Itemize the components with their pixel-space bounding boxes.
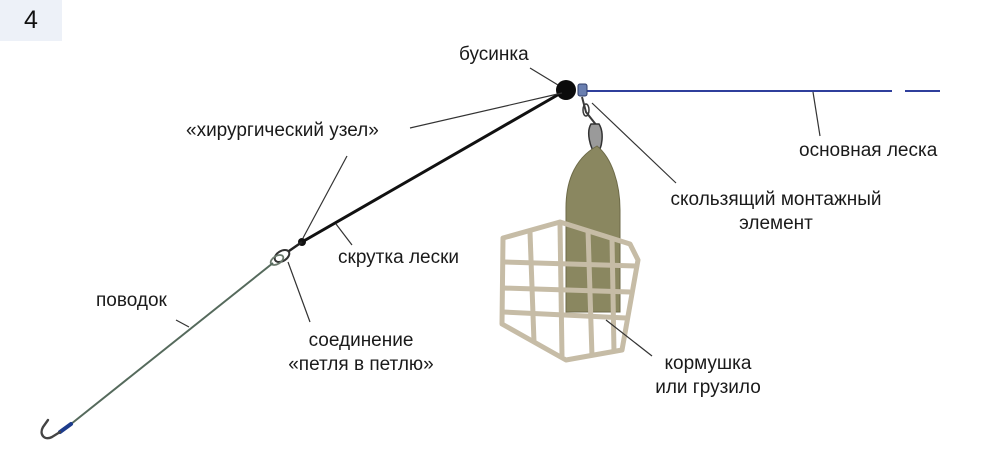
feeder-label: кормушка или грузило [638,352,778,400]
feeder-label-line2: или грузило [655,377,761,398]
surgeon-knot-label: «хирургический узел» [186,120,379,141]
bead-label: бусинка [459,44,529,65]
hook [40,418,73,440]
twisted-line-label: скрутка лески [338,247,460,268]
twisted-line [300,91,563,244]
pointer-lines [175,67,821,357]
feeder-label-line1: кормушка [664,353,752,374]
sliding-element-label-line2: элемент [739,213,813,234]
loop-connection-label: соединение «петля в петлю» [266,329,456,377]
figure-number: 4 [24,6,38,34]
loop-connection-label-line1: соединение [308,330,414,351]
figure-number-badge: 4 [0,0,62,41]
sliding-element [577,83,603,157]
loop-connection-label-line2: «петля в петлю» [288,354,434,375]
bead [556,80,576,100]
feeder [499,145,641,363]
sliding-element-label: скользящий монтажный элемент [651,188,901,236]
leader [65,262,274,429]
loop-to-loop-connection [269,240,303,266]
main-line-label: основная леска [799,140,938,161]
leader-label: поводок [96,290,167,311]
sliding-element-label-line1: скользящий монтажный [670,189,882,210]
